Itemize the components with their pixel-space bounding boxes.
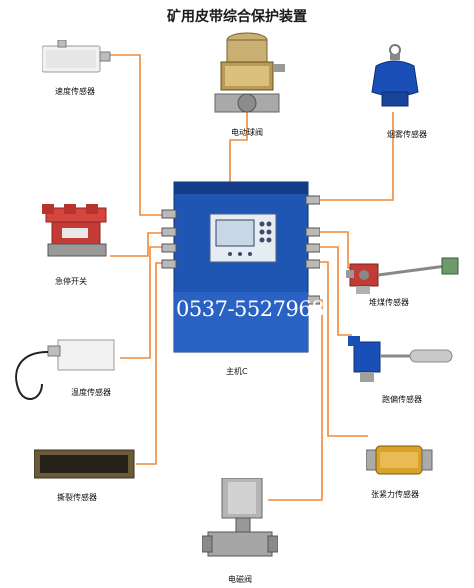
solenoid-valve-icon xyxy=(202,478,278,557)
wire-ball-valve xyxy=(229,100,248,182)
speed-sensor-label: 速度传感器 xyxy=(55,87,95,96)
emergency-stop-label: 急停开关 xyxy=(55,277,87,286)
solenoid-valve-label: 电磁阀 xyxy=(228,575,252,584)
tension-sensor-label: 张紧力传感器 xyxy=(371,490,419,499)
tension-sensor-icon xyxy=(366,445,433,475)
host-controller-label: 主机C xyxy=(226,367,248,376)
temperature-sensor-label: 温度传感器 xyxy=(71,388,111,397)
diagram-title: 矿用皮带综合保护装置 xyxy=(167,9,307,25)
wire-smoke xyxy=(318,112,394,201)
coal-pile-sensor-icon xyxy=(346,257,459,294)
smoke-sensor-icon xyxy=(371,44,419,107)
wire-deviation xyxy=(318,246,352,336)
coal-pile-sensor-label: 堆煤传感器 xyxy=(369,298,409,307)
electric-ball-valve-label: 电动球阀 xyxy=(231,128,263,137)
tear-sensor-label: 撕裂传感器 xyxy=(57,493,97,502)
deviation-sensor-label: 跑偏传感器 xyxy=(382,395,422,404)
electric-ball-valve-icon xyxy=(214,32,285,113)
wire-speed xyxy=(100,54,175,216)
host-phone-number: 0537-5527968 xyxy=(176,297,325,321)
tear-sensor-icon xyxy=(34,449,135,479)
emergency-stop-icon xyxy=(42,204,107,257)
temperature-sensor-icon xyxy=(15,339,115,400)
deviation-sensor-icon xyxy=(348,336,453,382)
smoke-sensor-label: 烟雾传感器 xyxy=(387,130,427,139)
speed-sensor-icon xyxy=(42,40,111,73)
host-controller-icon xyxy=(161,181,320,353)
wire-tension xyxy=(318,261,368,437)
wire-solenoid xyxy=(268,299,323,501)
